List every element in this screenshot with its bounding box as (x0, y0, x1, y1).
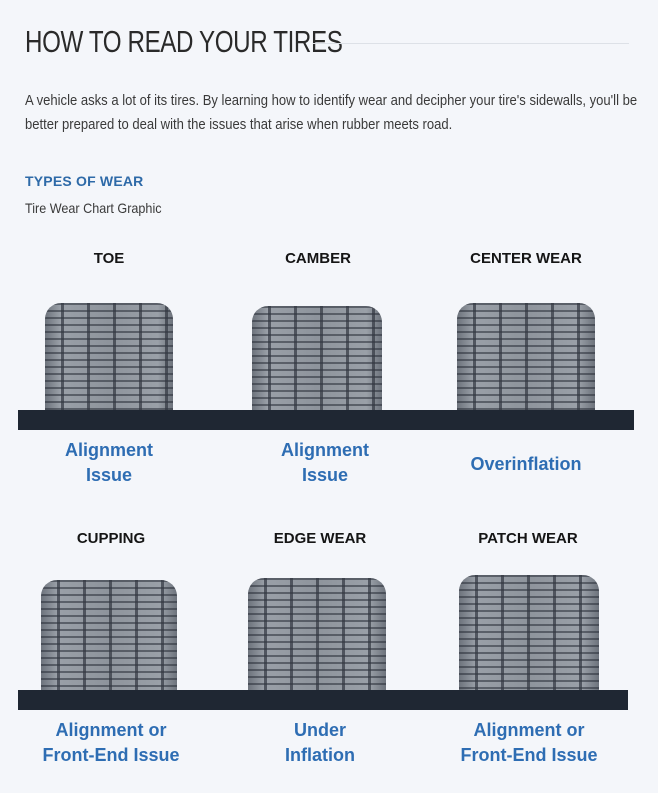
wear-title-edge-wear: EDGE WEAR (273, 530, 367, 547)
page-title: HOW TO READ YOUR TIRES (25, 24, 343, 59)
wear-title-cupping: CUPPING (76, 530, 146, 547)
cause-line: Inflation (285, 745, 355, 765)
cause-line: Front-End Issue (42, 745, 180, 765)
wear-title-center-wear: CENTER WEAR (470, 250, 582, 267)
section-caption: Tire Wear Chart Graphic (25, 200, 162, 216)
cause-line: Under (293, 720, 346, 740)
cause-line: Alignment or (473, 720, 585, 740)
section-heading: TYPES OF WEAR (25, 173, 144, 189)
cause-line: Issue (301, 465, 349, 485)
cause-line: Alignment (281, 440, 369, 460)
wear-title-camber: CAMBER (285, 250, 351, 267)
tire-center-wear-image (457, 303, 595, 410)
cause-patch-wear: Alignment or Front-End Issue (419, 718, 639, 768)
tire-toe-image (45, 303, 173, 410)
tire-edge-wear-image (248, 578, 386, 690)
cause-line: Issue (85, 465, 133, 485)
tire-camber-image (252, 306, 382, 410)
road-bar (18, 690, 628, 710)
cause-center-wear: Overinflation (416, 452, 636, 477)
wear-title-patch-wear: PATCH WEAR (478, 530, 578, 547)
title-divider (313, 43, 629, 44)
intro-paragraph: A vehicle asks a lot of its tires. By le… (25, 93, 638, 133)
cause-line: Alignment (65, 440, 153, 460)
cause-cupping: Alignment or Front-End Issue (1, 718, 221, 768)
cause-line: Overinflation (470, 454, 582, 474)
wear-title-toe: TOE (93, 250, 125, 267)
road-bar (18, 410, 634, 430)
tire-patch-wear-image (459, 575, 599, 690)
tire-cupping-image (41, 580, 177, 690)
cause-line: Front-End Issue (460, 745, 598, 765)
cause-line: Alignment or (55, 720, 167, 740)
